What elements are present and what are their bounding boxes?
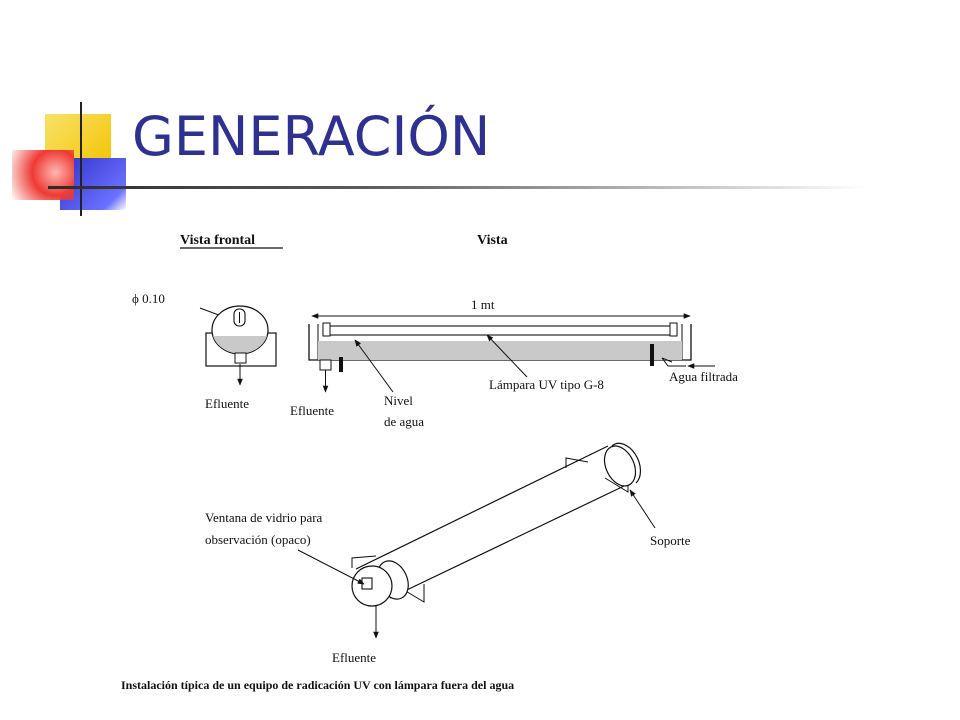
effluent-front-label: Efluente — [205, 396, 249, 411]
front-view-heading: Vista frontal — [180, 233, 255, 248]
tube-bottom-edge — [389, 485, 625, 599]
front-outlet-stub — [234, 352, 247, 364]
window-label-line1: Ventana de vidrio para — [205, 510, 323, 525]
filtered-water-label: Agua filtrada — [669, 369, 738, 384]
window-arrow — [297, 549, 365, 585]
water-level-label-line1: Nivel — [384, 393, 413, 408]
deco-red-square — [12, 150, 74, 200]
support-arrow — [629, 489, 656, 529]
title-underline — [48, 186, 868, 189]
tube-far-end — [603, 445, 637, 487]
side-inlet-pipe — [661, 357, 686, 367]
side-view-heading: Vista — [477, 233, 508, 248]
side-baffle-left — [339, 357, 343, 372]
support-far-top — [565, 457, 589, 468]
water-level-label-line2: de agua — [384, 414, 424, 429]
effluent-3d-label: Efluente — [332, 650, 376, 665]
support-label: Soporte — [650, 533, 691, 548]
lamp-label: Lámpara UV tipo G-8 — [489, 377, 604, 392]
side-lamp-cap-left — [322, 322, 331, 337]
effluent-side-label: Efluente — [290, 403, 334, 418]
side-lamp-cap-right — [669, 322, 678, 337]
support-near-bottom — [403, 584, 425, 603]
tube-far-rim — [611, 442, 642, 484]
diameter-label: ϕ 0.10 — [132, 291, 165, 306]
diagram-caption: Instalación típica de un equipo de radic… — [121, 678, 514, 692]
support-near-top — [351, 555, 377, 568]
deco-vertical-line — [80, 102, 82, 216]
tube-top-edge — [355, 445, 609, 570]
window-label-line2: observación (opaco) — [205, 532, 311, 547]
side-outlet-stub — [319, 359, 332, 371]
water-level-arrow — [354, 339, 394, 393]
length-label: 1 mt — [471, 297, 495, 312]
side-lamp-tube — [322, 325, 678, 336]
front-water-fill — [213, 336, 267, 354]
lamp-arrow — [486, 334, 528, 378]
slide-title: GENERACIÓN — [132, 105, 491, 168]
side-baffle-right — [650, 344, 654, 366]
side-water-level — [318, 341, 682, 360]
